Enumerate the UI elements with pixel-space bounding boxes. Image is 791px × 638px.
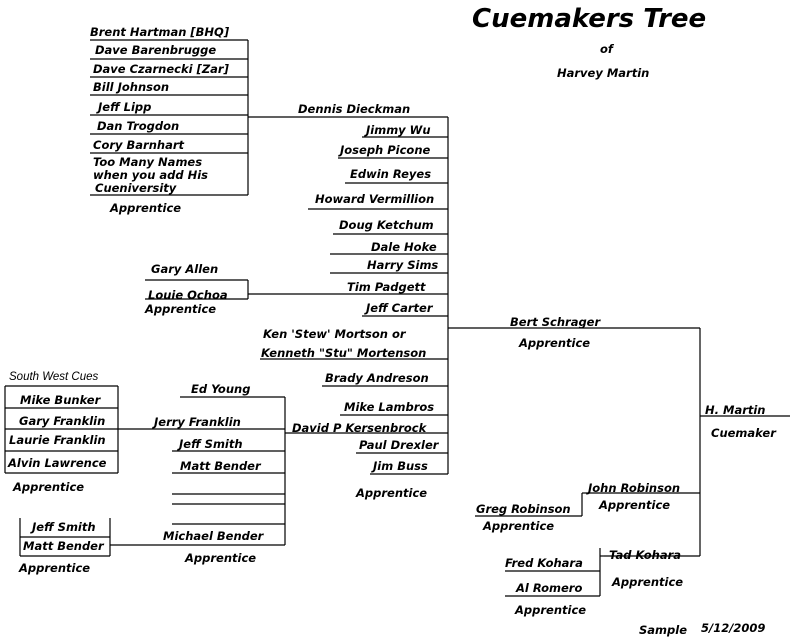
dieckman-apprentice-lipp: Jeff Lipp	[98, 100, 152, 114]
franklin-group-heading: South West Cues	[9, 371, 99, 383]
apprentice-picone: Joseph Picone	[340, 143, 431, 157]
kohara-name: Tad Kohara	[609, 548, 682, 562]
franklin-group-label: Apprentice	[13, 480, 85, 494]
padgett-group-label: Apprentice	[145, 302, 217, 316]
franklin-apprentice-gary-franklin: Gary Franklin	[19, 414, 106, 428]
robinson-apprentice-greg: Greg Robinson	[476, 502, 571, 516]
schrager-group-label: Apprentice	[356, 486, 428, 500]
apprentice-carter: Jeff Carter	[366, 301, 433, 315]
apprentice-reyes: Edwin Reyes	[350, 167, 432, 181]
root-name: H. Martin	[705, 403, 766, 417]
padgett-apprentice-ochoa: Louie Ochoa	[148, 288, 228, 302]
kersenbrock-apprentice-bender: Matt Bender	[180, 459, 261, 473]
kohara-apprentice-fred: Fred Kohara	[505, 556, 583, 570]
kersenbrock-group-label: Apprentice	[185, 551, 257, 565]
apprentice-sims: Harry Sims	[367, 258, 439, 272]
bender-apprentice-smith: Jeff Smith	[32, 520, 96, 534]
bender-apprentice-bender: Matt Bender	[23, 539, 104, 553]
padgett-apprentice-allen: Gary Allen	[151, 262, 219, 276]
apprentice-hoke: Dale Hoke	[371, 240, 437, 254]
apprentice-andreson: Brady Andreson	[325, 371, 429, 385]
apprentice-kersenbrock: David P Kersenbrock	[292, 421, 427, 435]
apprentice-drexler: Paul Drexler	[359, 438, 439, 452]
apprentice-ketchum: Doug Ketchum	[339, 218, 434, 232]
robinson-name: John Robinson	[588, 481, 681, 495]
apprentice-wu: Jimmy Wu	[366, 123, 431, 137]
apprentice-dieckman: Dennis Dieckman	[298, 102, 411, 116]
apprentice-buss: Jim Buss	[373, 459, 428, 473]
dieckman-apprentice-barenbrugge: Dave Barenbrugge	[95, 43, 217, 57]
apprentice-padgett: Tim Padgett	[347, 280, 426, 294]
dieckman-apprentice-czarnecki: Dave Czarnecki [Zar]	[93, 62, 229, 76]
page-title: Cuemakers Tree	[472, 4, 707, 34]
franklin-apprentice-bunker: Mike Bunker	[20, 393, 101, 407]
dieckman-apprentice-johnson: Bill Johnson	[93, 80, 170, 94]
schrager-name: Bert Schrager	[510, 315, 601, 329]
kohara-apprentice-romero: Al Romero	[516, 581, 583, 595]
dieckman-apprentice-trogdon: Dan Trogdon	[97, 119, 180, 133]
apprentice-lambros: Mike Lambros	[344, 400, 435, 414]
schrager-role: Apprentice	[519, 336, 591, 350]
dieckman-note-line: Cueniversity	[95, 181, 177, 195]
dieckman-apprentice-hartman: Brent Hartman [BHQ]	[90, 25, 230, 39]
kersenbrock-apprentice-young: Ed Young	[191, 382, 251, 396]
root-role: Cuemaker	[711, 426, 776, 440]
footer-sample-label: Sample	[639, 623, 687, 637]
kersenbrock-apprentice-michael-bender: Michael Bender	[163, 529, 264, 543]
robinson-apprentice-label: Apprentice	[483, 519, 555, 533]
kohara-role: Apprentice	[612, 575, 684, 589]
title-of-label: of	[600, 42, 613, 56]
franklin-apprentice-laurie-franklin: Laurie Franklin	[9, 433, 106, 447]
dieckman-apprentice-barnhart: Cory Barnhart	[93, 138, 185, 152]
dieckman-note-line: when you add His	[93, 168, 209, 182]
apprentice-mortenson: Kenneth "Stu" Mortenson	[261, 346, 427, 360]
footer-date: 5/12/2009	[701, 621, 766, 635]
dieckman-note: Too Many Names when you add His Cueniver…	[93, 156, 253, 195]
dieckman-group-label: Apprentice	[110, 201, 182, 215]
kersenbrock-apprentice-jerry-franklin: Jerry Franklin	[154, 415, 241, 429]
franklin-apprentice-lawrence: Alvin Lawrence	[8, 456, 107, 470]
robinson-role: Apprentice	[599, 498, 671, 512]
kersenbrock-apprentice-smith: Jeff Smith	[179, 437, 243, 451]
apprentice-mortson: Ken 'Stew' Mortson or	[263, 327, 406, 341]
dieckman-note-line: Too Many Names	[93, 155, 203, 169]
subject-name: Harvey Martin	[557, 66, 650, 80]
bender-group-label: Apprentice	[19, 561, 91, 575]
kohara-apprentice-label: Apprentice	[515, 603, 587, 617]
apprentice-vermillion: Howard Vermillion	[315, 192, 435, 206]
